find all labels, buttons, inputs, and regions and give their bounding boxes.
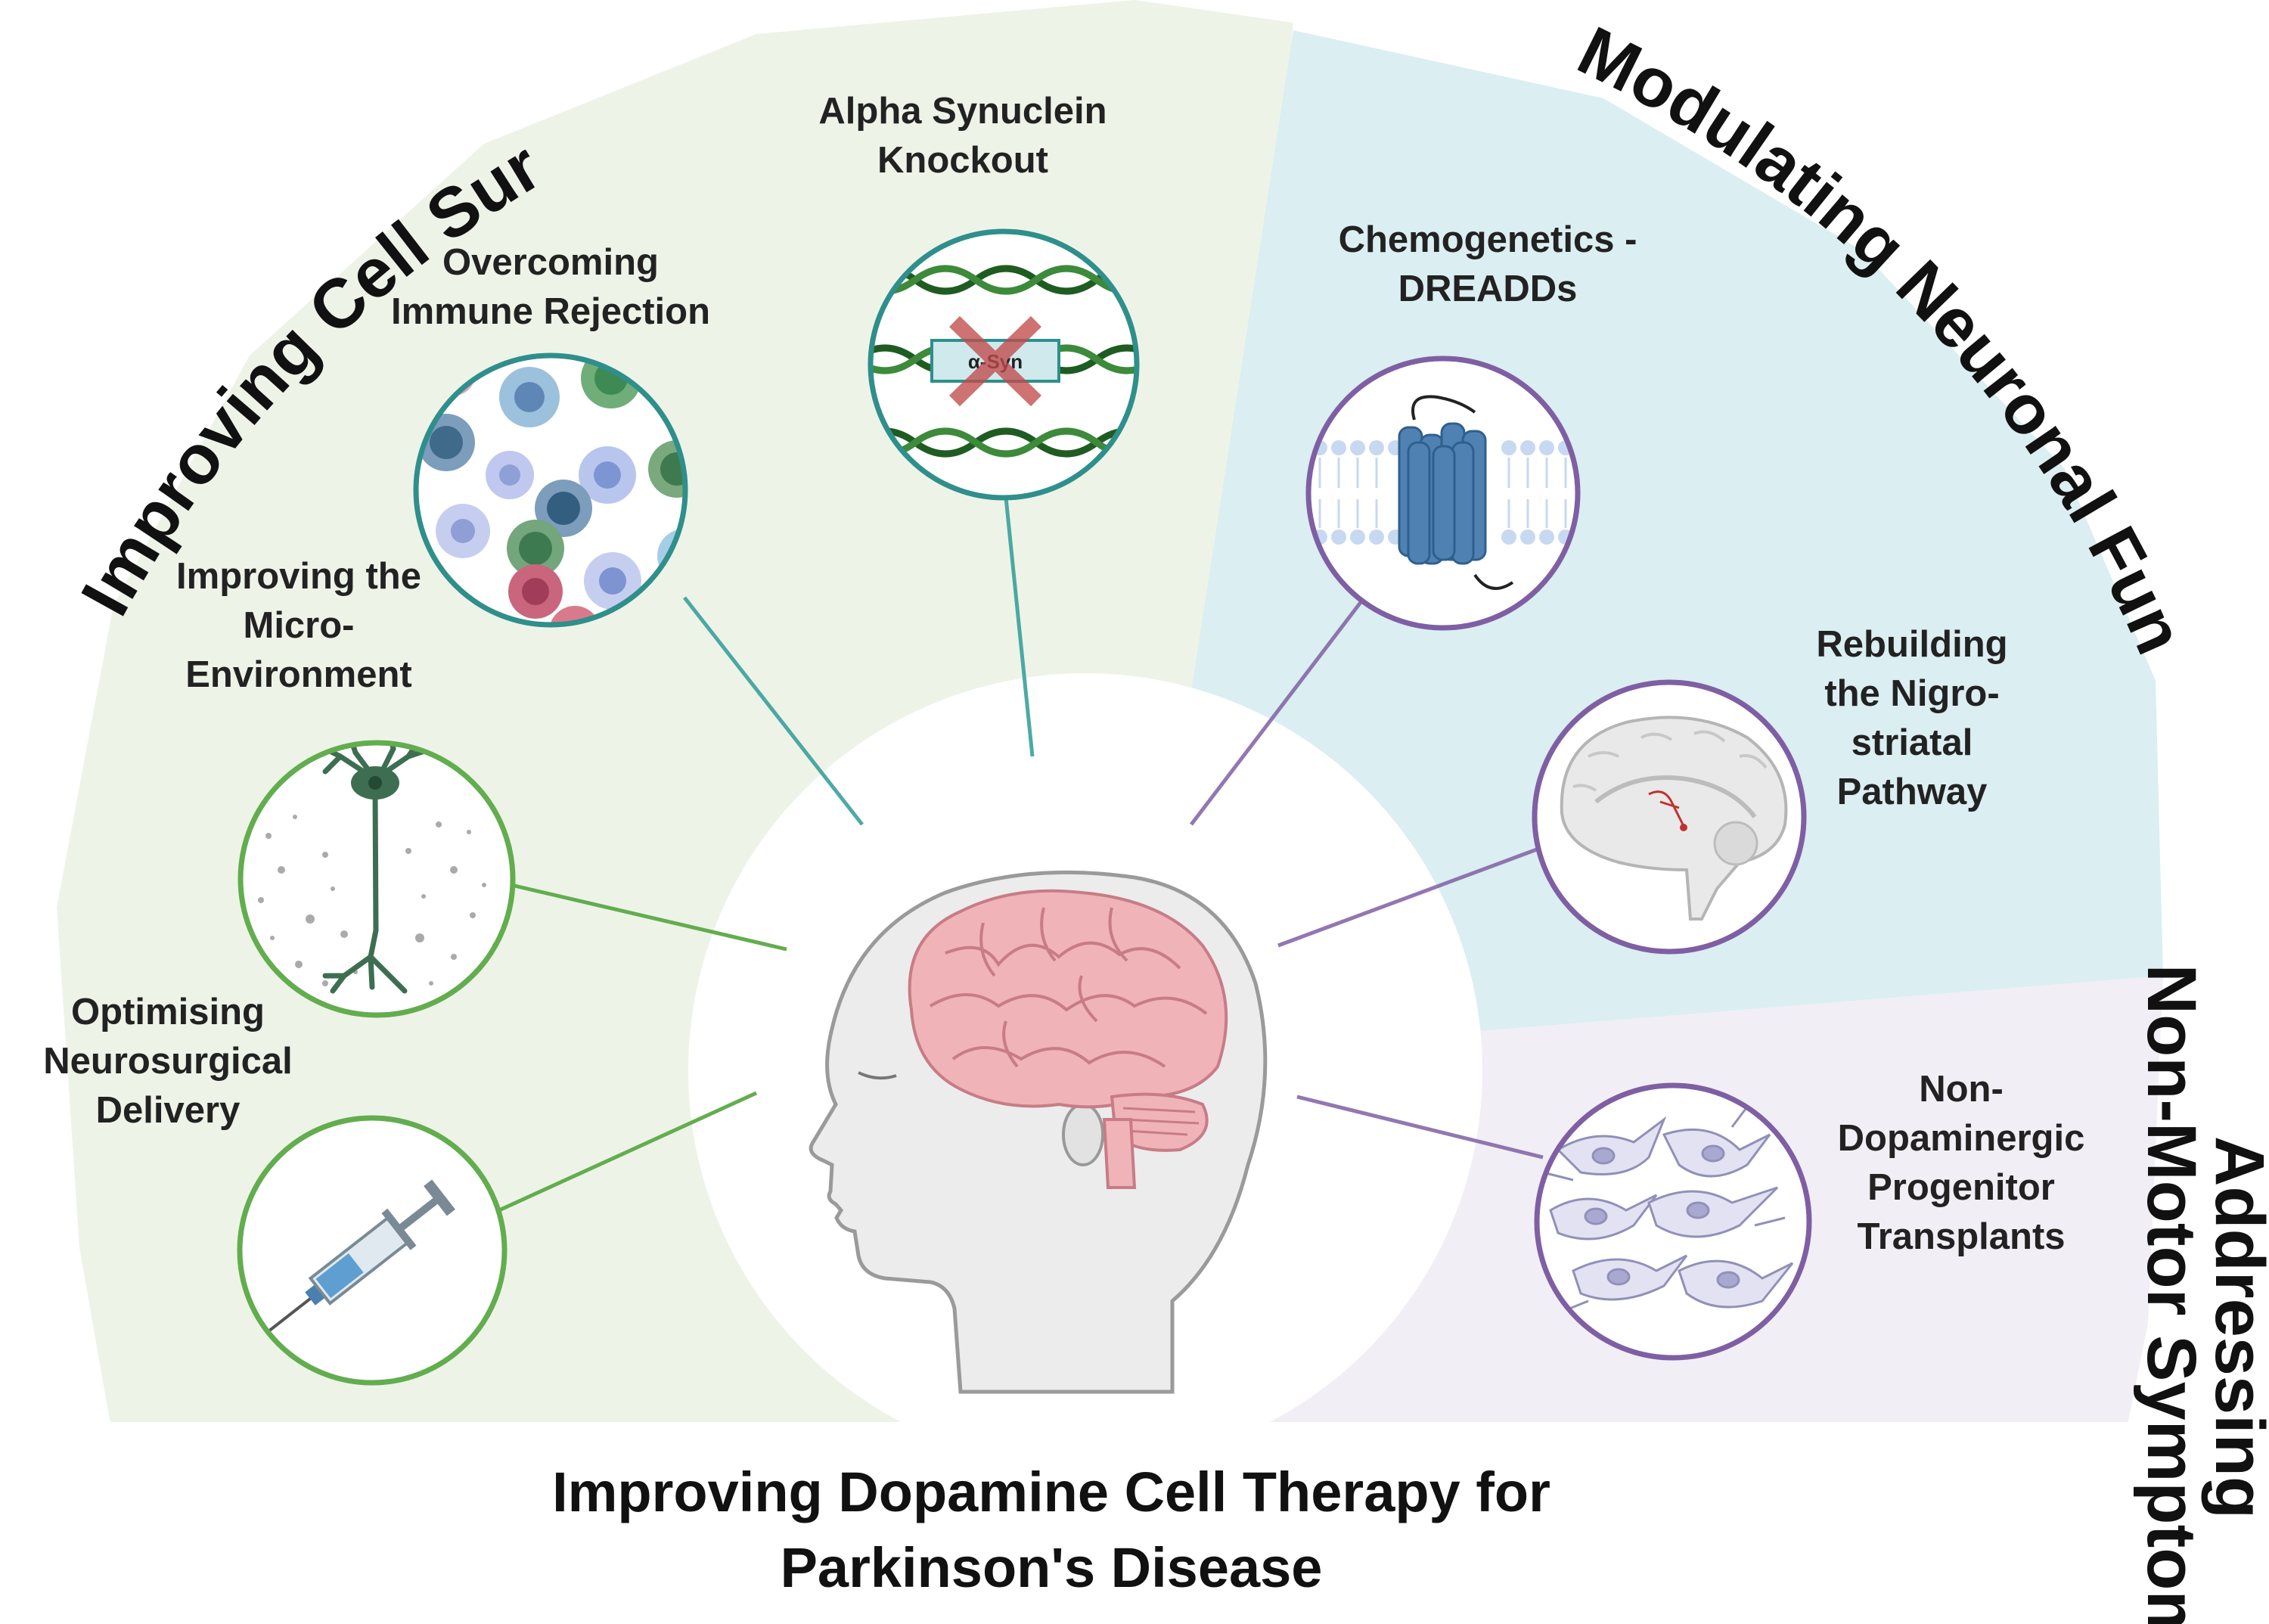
svg-text:Knockout: Knockout: [877, 140, 1048, 181]
dna-knockout-icon: α-Syn: [868, 228, 1140, 501]
svg-text:Chemogenetics -: Chemogenetics -: [1339, 219, 1637, 260]
theme-non-motor: Addressing Non-Motor Symptoms: [2133, 964, 2269, 1624]
progenitor-cells-icon: [1534, 1082, 1812, 1361]
head-brain-icon: [809, 870, 1268, 1394]
svg-text:striatal: striatal: [1852, 722, 1973, 763]
brain-sagittal-icon: [1532, 679, 1807, 955]
connector-lines: [498, 497, 1544, 1213]
svg-text:Optimising: Optimising: [71, 992, 265, 1032]
label-alpha-synuclein: Alpha Synuclein Knockout: [818, 91, 1107, 181]
svg-text:Rebuilding: Rebuilding: [1816, 624, 2007, 665]
label-progenitor-transplants: Non- Dopaminergic Progenitor Transplants: [1838, 1069, 2085, 1257]
svg-text:Overcoming: Overcoming: [442, 242, 659, 283]
title-line1: Improving Dopamine Cell Therapy for: [552, 1461, 1550, 1523]
label-immune-rejection: Overcoming Immune Rejection: [391, 242, 710, 332]
svg-text:Progenitor: Progenitor: [1867, 1167, 2055, 1208]
svg-text:Transplants: Transplants: [1857, 1216, 2065, 1257]
svg-text:the Nigro-: the Nigro-: [1824, 673, 1999, 714]
svg-text:Dopaminergic: Dopaminergic: [1838, 1118, 2085, 1159]
svg-text:Pathway: Pathway: [1837, 772, 1988, 812]
gpcr-receptor-icon: [1305, 356, 1581, 631]
svg-text:Delivery: Delivery: [96, 1090, 241, 1131]
label-microenvironment: Improving the Micro- Environment: [176, 556, 421, 695]
svg-text:Non-: Non-: [1919, 1069, 2004, 1110]
svg-text:Alpha Synuclein: Alpha Synuclein: [818, 91, 1107, 132]
page-title: Improving Dopamine Cell Therapy for Park…: [552, 1461, 1550, 1599]
theme-non-motor-line2: Non-Motor Symptoms: [2133, 964, 2210, 1624]
svg-text:Improving the: Improving the: [176, 556, 421, 597]
label-nigrostriatal: Rebuilding the Nigro- striatal Pathway: [1816, 624, 2007, 812]
svg-text:DREADDs: DREADDs: [1398, 269, 1578, 309]
svg-text:Neurosurgical: Neurosurgical: [43, 1041, 292, 1082]
sector-neuronal-function: [1134, 30, 2163, 1059]
syringe-icon: [237, 1115, 507, 1386]
label-chemogenetics: Chemogenetics - DREADDs: [1339, 219, 1637, 309]
theme-non-motor-line1: Addressing: [2201, 1136, 2269, 1519]
label-neurosurgical-delivery: Optimising Neurosurgical Delivery: [43, 992, 292, 1131]
title-line2: Parkinson's Disease: [781, 1536, 1323, 1599]
svg-text:Environment: Environment: [185, 654, 411, 695]
svg-text:Micro-: Micro-: [244, 605, 355, 646]
svg-text:Immune Rejection: Immune Rejection: [391, 291, 710, 332]
